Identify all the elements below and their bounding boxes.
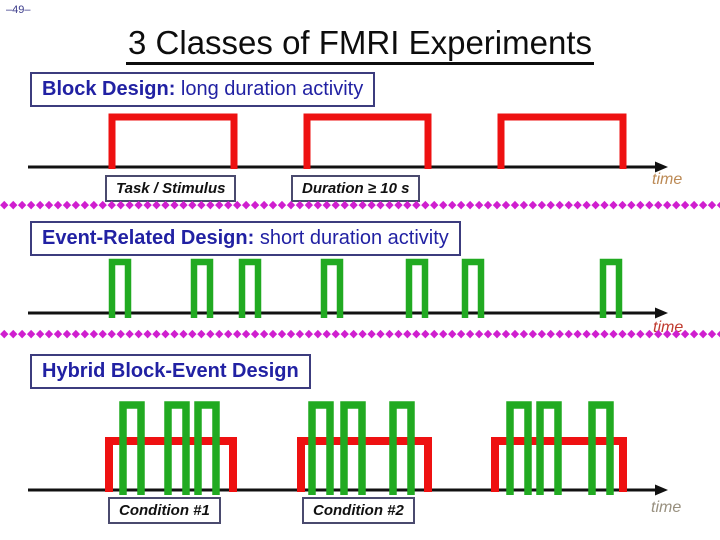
task-stimulus-label: Task / Stimulus xyxy=(105,175,237,202)
section-header-hybrid-design: Hybrid Block-Event Design xyxy=(30,354,311,389)
section-header-block-design: Block Design: long duration activity xyxy=(30,72,376,107)
section-header-hybrid-design-bold: Hybrid Block-Event Design xyxy=(42,360,299,382)
section-header-event-related-design-bold: Event-Related Design: xyxy=(42,227,255,249)
time-axis-label-block: time xyxy=(652,171,683,188)
section-header-event-related-design: Event-Related Design: short duration act… xyxy=(30,221,461,256)
duration-label: Duration ≥ 10 s xyxy=(291,175,421,202)
block-design-waveform xyxy=(28,113,668,173)
section-header-event-related-design-rest: short duration activity xyxy=(254,227,449,249)
dotted-separator-1: ◆◆◆◆◆◆◆◆◆◆◆◆◆◆◆◆◆◆◆◆◆◆◆◆◆◆◆◆◆◆◆◆◆◆◆◆◆◆◆◆… xyxy=(0,199,720,211)
section-header-block-design-bold: Block Design: xyxy=(42,78,176,100)
dotted-separator-2: ◆◆◆◆◆◆◆◆◆◆◆◆◆◆◆◆◆◆◆◆◆◆◆◆◆◆◆◆◆◆◆◆◆◆◆◆◆◆◆◆… xyxy=(0,328,720,340)
slide-title: 3 Classes of FMRI Experiments xyxy=(0,24,720,65)
slide-title-text: 3 Classes of FMRI Experiments xyxy=(126,24,594,65)
page-number: –49– xyxy=(6,4,31,16)
time-axis-label-hybrid: time xyxy=(651,499,682,516)
event-related-waveform xyxy=(28,258,668,319)
condition-2-label: Condition #2 xyxy=(302,497,415,524)
time-axis-label-event: time xyxy=(653,319,684,336)
section-header-block-design-rest: long duration activity xyxy=(175,78,364,100)
hybrid-design-waveform xyxy=(28,401,668,496)
condition-1-label: Condition #1 xyxy=(108,497,221,524)
